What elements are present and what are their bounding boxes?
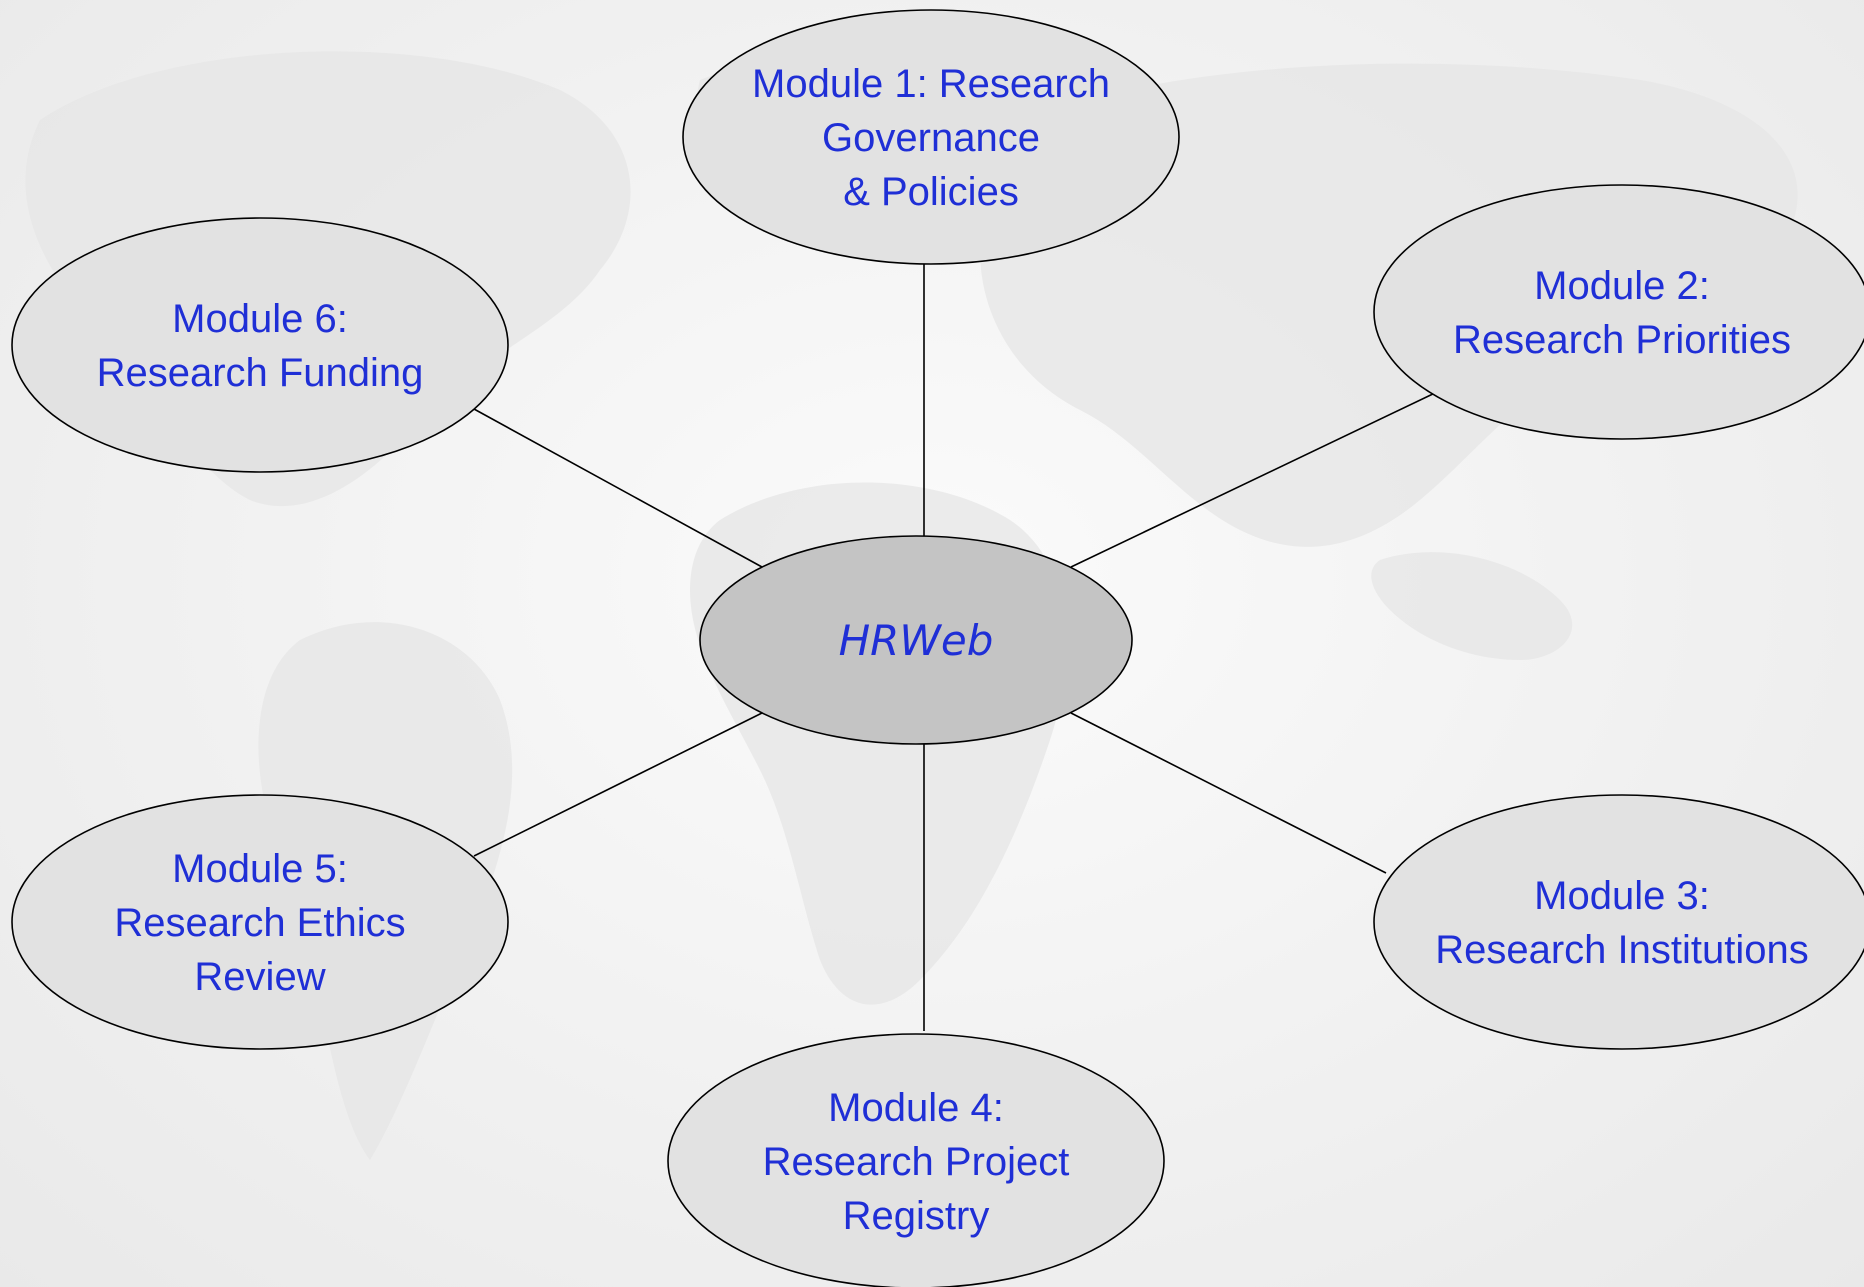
module-label-line: & Policies xyxy=(843,170,1019,214)
module-label-m6: Module 6: Research Funding xyxy=(97,297,424,395)
module-label-line: Research Priorities xyxy=(1453,318,1791,362)
module-label-line: Review xyxy=(194,955,325,999)
module-ellipse-m1 xyxy=(682,9,1180,265)
module-label-line: Governance xyxy=(822,116,1040,160)
module-label-line: Research Institutions xyxy=(1435,928,1809,972)
connector-line-m2 xyxy=(1070,391,1438,568)
module-ellipse-m5 xyxy=(11,794,509,1050)
module-label-line: Research Ethics xyxy=(114,901,405,945)
hub-ellipse xyxy=(699,535,1133,745)
connector-lines xyxy=(473,264,1438,1031)
module-label-line: Module 2: xyxy=(1534,264,1710,308)
module-label-line: Research Funding xyxy=(97,351,424,395)
connector-line-m3 xyxy=(1070,712,1387,874)
module-label-line: Research Project xyxy=(763,1140,1070,1184)
module-node-m3[interactable]: Module 3: Research Institutions xyxy=(1373,794,1864,1050)
module-node-m2[interactable]: Module 2: Research Priorities xyxy=(1373,184,1864,440)
module-ellipse-m4 xyxy=(667,1033,1165,1287)
module-label-m2: Module 2: Research Priorities xyxy=(1453,264,1791,362)
module-ellipse-m3 xyxy=(1373,794,1864,1050)
connector-line-m6 xyxy=(473,408,763,568)
hub-label: HRWeb xyxy=(839,616,994,665)
module-ellipse-m2 xyxy=(1373,184,1864,440)
module-node-m6[interactable]: Module 6: Research Funding xyxy=(11,217,509,473)
module-label-line: Module 5: xyxy=(172,847,348,891)
module-label-line: Registry xyxy=(843,1194,990,1238)
connector-line-m5 xyxy=(473,712,763,857)
module-label-line: Module 1: Research xyxy=(752,62,1110,106)
hub-node[interactable]: HRWeb xyxy=(699,535,1133,745)
module-label-line: Module 4: xyxy=(828,1086,1004,1130)
module-label-line: Module 3: xyxy=(1534,874,1710,918)
module-label-m3: Module 3: Research Institutions xyxy=(1435,874,1809,972)
module-label-line: Module 6: xyxy=(172,297,348,341)
module-ellipse-m6 xyxy=(11,217,509,473)
